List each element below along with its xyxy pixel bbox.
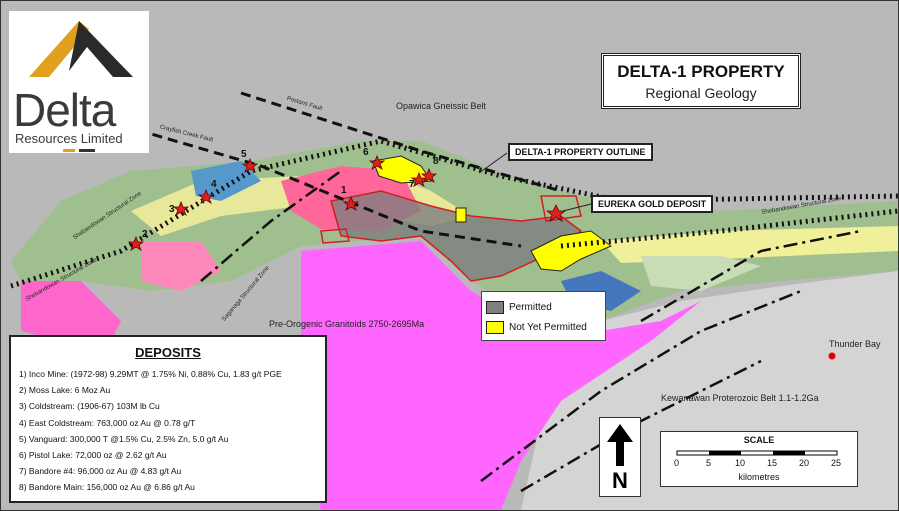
granitoids-label: Pre-Orogenic Granitoids 2750-2695Ma: [269, 319, 425, 329]
deposit-star-7: [410, 171, 428, 187]
not-permitted-area-1: [372, 155, 432, 184]
legend-swatch-permitted: [486, 300, 504, 314]
deposit-number-7: 7: [409, 179, 415, 190]
logo-subtitle: Resources Limited: [15, 131, 123, 146]
legend-swatch-not-permitted: [486, 320, 504, 334]
deposit-star-4: [197, 188, 215, 204]
scale-tick-15: 15: [767, 458, 778, 468]
scale-unit: kilometres: [738, 472, 780, 482]
thunder-bay-dot: [828, 352, 836, 360]
deposit-star-5: [241, 157, 259, 173]
thunder-bay-label: Thunder Bay: [829, 339, 881, 349]
granitoid-main: [301, 241, 701, 510]
deposit-item: 8) Bandore Main: 156,000 oz Au @ 6.86 g/…: [19, 482, 195, 493]
deposit-item: 2) Moss Lake: 6 Moz Au: [19, 385, 111, 396]
scale-tick-5: 5: [706, 458, 712, 468]
deposit-item: 7) Bandore #4: 96,000 oz Au @ 4.83 g/t A…: [19, 466, 182, 477]
legend-label-not-permitted: Not Yet Permitted: [509, 321, 587, 333]
deposit-item: 6) Pistol Lake: 72,000 oz @ 2.62 g/t Au: [19, 450, 167, 461]
delta-logo: Delta Resources Limited: [9, 11, 149, 153]
scale-tick-10: 10: [735, 458, 746, 468]
red-outline-west: [320, 228, 350, 244]
logo-bar-gold: [63, 149, 75, 152]
deposit-number-4: 4: [211, 179, 217, 190]
kewanawan-fault-3: [640, 229, 862, 323]
eureka-callout: EUREKA GOLD DEPOSIT: [591, 195, 714, 213]
deposits-panel: DEPOSITS 1) Inco Mine: (1972-98) 9.29MT …: [9, 335, 327, 503]
deposit-number-1: 1: [341, 185, 347, 196]
scale-tick-0: 0: [674, 458, 680, 468]
deposit-item: 3) Coldstream: (1906-67) 103M lb Cu: [19, 401, 160, 412]
blue-unit-1: [191, 161, 261, 201]
delta-mountain-icon: [29, 21, 133, 77]
kewanawan-fault-2: [520, 359, 762, 493]
mafic-volcanics-2: [141, 241, 221, 291]
property-outline-callout: DELTA-1 PROPERTY OUTLINE: [508, 143, 653, 161]
deposit-star-6: [368, 154, 386, 170]
map-subtitle: Regional Geology: [645, 85, 757, 101]
deposit-number-8: 8: [433, 156, 439, 167]
north-arrow-icon: [607, 424, 633, 466]
deposit-number-5: 5: [241, 149, 247, 160]
map-title-box: DELTA-1 PROPERTY Regional Geology: [601, 53, 801, 109]
legend-label-permitted: Permitted: [509, 301, 552, 313]
legend-item-permitted: Permitted: [486, 300, 552, 314]
scale-tick-25: 25: [831, 458, 842, 468]
eureka-leader: [562, 203, 592, 212]
deposit-number-3: 3: [169, 204, 175, 215]
deposits-title: DEPOSITS: [135, 345, 201, 360]
kewanawan-label: Kewanawan Proterozoic Belt 1.1-1.2Ga: [661, 393, 819, 403]
opawica-label: Opawica Gneissic Belt: [396, 101, 487, 111]
red-outline-eureka: [540, 195, 582, 222]
deposit-item: 1) Inco Mine: (1972-98) 9.29MT @ 1.75% N…: [19, 369, 282, 379]
deposits-list: 1) Inco Mine: (1972-98) 9.29MT @ 1.75% N…: [19, 366, 325, 496]
logo-bar-dark: [79, 149, 95, 152]
deposit-number-2: 2: [142, 229, 148, 240]
scale-bar: SCALE 0 5 10 15 20 25 kilometres: [660, 431, 858, 487]
deposit-item: 4) East Coldstream: 763,000 oz Au @ 0.78…: [19, 417, 196, 428]
scale-tick-20: 20: [799, 458, 810, 468]
map-title: DELTA-1 PROPERTY: [617, 62, 785, 81]
deposit-star-1: [342, 195, 360, 211]
scale-bar-graphic: [676, 450, 838, 456]
legend-item-not-permitted: Not Yet Permitted: [486, 320, 587, 334]
north-arrow: N: [599, 417, 641, 497]
deposit-star-2: [127, 235, 145, 251]
logo-word: Delta: [13, 84, 116, 136]
deposit-star-3: [172, 200, 190, 216]
saganaga-zone-line: [200, 169, 342, 282]
permit-legend: Permitted Not Yet Permitted: [481, 291, 606, 341]
north-letter: N: [612, 468, 628, 493]
outline-leader: [478, 152, 508, 174]
deposit-number-6: 6: [363, 147, 369, 158]
deposit-item: 5) Vanguard: 300,000 T @1.5% Cu, 2.5% Zn…: [19, 433, 229, 444]
scale-title: SCALE: [743, 435, 775, 445]
deposit-star-8: [420, 167, 438, 183]
green-pale: [641, 256, 761, 291]
not-permitted-area-3: [455, 207, 467, 223]
kewanawan-fault-1: [480, 289, 802, 482]
